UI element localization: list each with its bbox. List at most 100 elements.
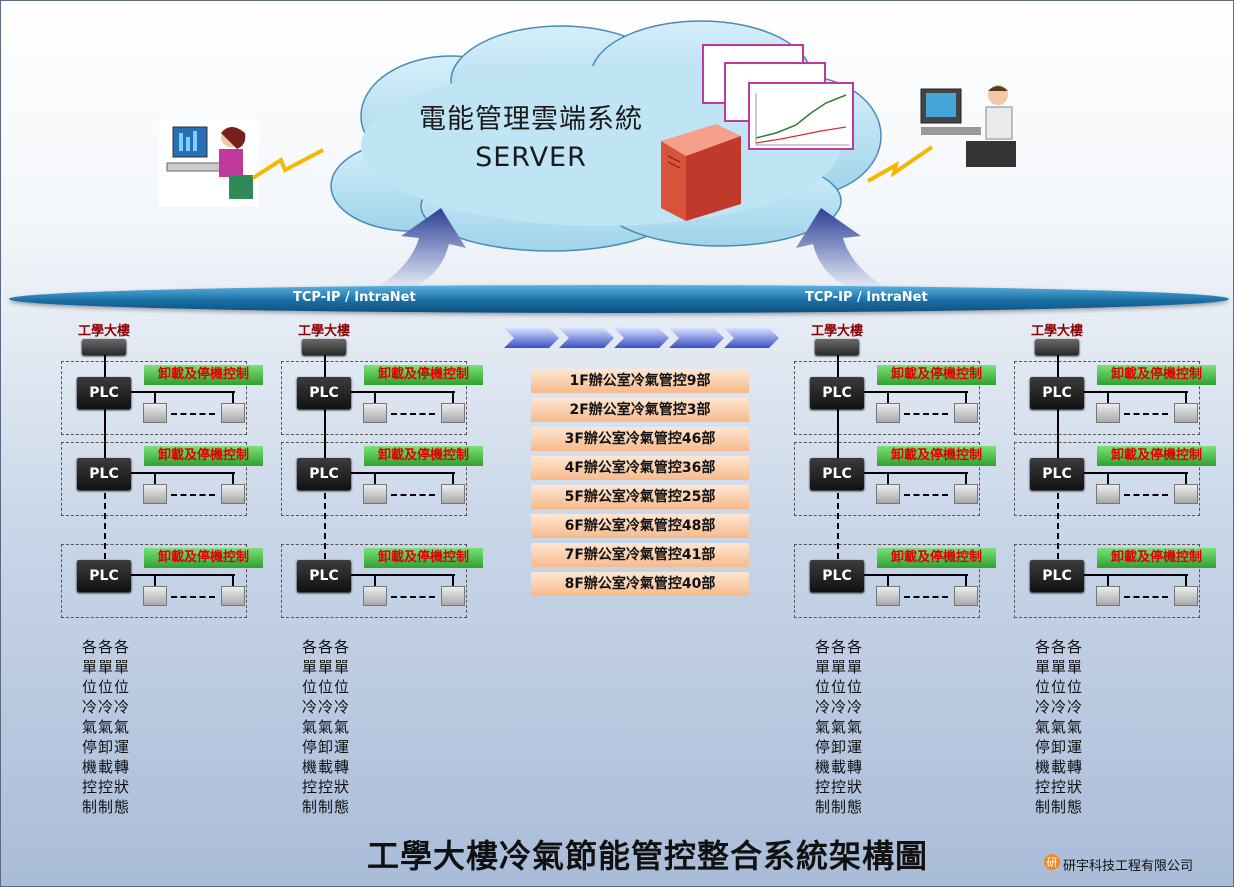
- wire-line: [965, 574, 967, 586]
- unit-caption-row: 控控狀: [302, 778, 351, 796]
- control-unit-box: [281, 442, 467, 516]
- unit-caption-row: 冷冷冷: [302, 698, 351, 716]
- unit-caption-row: 停卸運: [1035, 738, 1084, 756]
- air-conditioner-icon: [1096, 403, 1120, 423]
- right-upload-arrow: [796, 208, 886, 288]
- link-line: [324, 409, 326, 458]
- plc-controller: PLC: [1030, 458, 1084, 490]
- control-tag: 卸載及停機控制: [1097, 365, 1216, 385]
- control-tag: 卸載及停機控制: [364, 548, 483, 568]
- wire-line: [154, 472, 156, 484]
- ac-link-dashed-line: [391, 494, 435, 496]
- control-tag: 卸載及停機控制: [144, 548, 263, 568]
- control-tag: 卸載及停機控制: [877, 446, 996, 466]
- unit-caption-row: 控控狀: [1035, 778, 1084, 796]
- wire-line: [131, 574, 235, 576]
- control-unit-box: [794, 544, 980, 618]
- unit-caption-row: 位位位: [82, 678, 131, 696]
- bus-label-right: TCP-IP / IntraNet: [805, 290, 928, 305]
- cloud-title: 電能管理雲端系統 SERVER: [396, 101, 666, 177]
- unit-caption: 各各各單單單位位位冷冷冷氣氣氣停卸運機載轉控控狀制制態: [1035, 637, 1083, 817]
- unit-caption-row: 氣氣氣: [302, 718, 351, 736]
- plc-controller: PLC: [77, 458, 131, 490]
- wire-line: [887, 391, 889, 403]
- wire-line: [374, 391, 376, 403]
- wire-line: [232, 391, 234, 403]
- unit-caption-row: 單單單: [82, 658, 131, 676]
- wire-line: [131, 391, 235, 393]
- control-unit-box: [281, 544, 467, 618]
- wire-line: [887, 574, 889, 586]
- left-upload-arrow: [376, 208, 466, 288]
- left-wireless-bolt-icon: [251, 148, 324, 180]
- cloud-title-main: 電能管理雲端系統: [419, 104, 643, 135]
- unit-caption: 各各各單單單位位位冷冷冷氣氣氣停卸運機載轉控控狀制制態: [82, 637, 130, 817]
- wire-line: [1107, 391, 1109, 403]
- unit-caption-row: 各各各: [82, 638, 131, 656]
- control-tag: 卸載及停機控制: [1097, 446, 1216, 466]
- unit-caption: 各各各單單單位位位冷冷冷氣氣氣停卸運機載轉控控狀制制態: [815, 637, 863, 817]
- wire-line: [1107, 574, 1109, 586]
- link-line: [1057, 355, 1059, 377]
- link-line: [104, 355, 106, 377]
- link-dashed-line: [1057, 493, 1059, 559]
- main-title: 工學大樓冷氣節能管控整合系統架構圖: [367, 837, 929, 875]
- control-unit-box: [794, 361, 980, 435]
- unit-caption-row: 機載轉: [302, 758, 351, 776]
- control-unit-box: [61, 442, 247, 516]
- unit-caption-row: 制制態: [815, 798, 864, 816]
- unit-caption-row: 單單單: [1035, 658, 1084, 676]
- tcp-ip-intranet-bus: [9, 285, 1229, 313]
- building-label: 工學大樓: [1031, 324, 1084, 339]
- user-man-at-computer-icon: [920, 85, 1016, 167]
- air-conditioner-icon: [954, 403, 978, 423]
- wire-line: [864, 391, 968, 393]
- air-conditioner-icon: [1174, 484, 1198, 504]
- ac-link-dashed-line: [1124, 494, 1168, 496]
- cloud-title-sub: SERVER: [475, 142, 587, 173]
- control-tag: 卸載及停機控制: [877, 365, 996, 385]
- wire-line: [1084, 391, 1188, 393]
- network-switch-icon: [302, 339, 346, 355]
- plc-controller: PLC: [77, 560, 131, 592]
- ac-link-dashed-line: [1124, 596, 1168, 598]
- unit-caption-row: 冷冷冷: [815, 698, 864, 716]
- air-conditioner-icon: [143, 484, 167, 504]
- wire-line: [374, 472, 376, 484]
- floor-item-4f: 4F辦公室冷氣管控36部: [531, 456, 749, 480]
- air-conditioner-icon: [143, 403, 167, 423]
- air-conditioner-icon: [221, 403, 245, 423]
- unit-caption-row: 單單單: [815, 658, 864, 676]
- ac-link-dashed-line: [391, 413, 435, 415]
- control-unit-box: [1014, 544, 1200, 618]
- unit-caption-row: 停卸運: [815, 738, 864, 756]
- wire-line: [374, 574, 376, 586]
- wire-line: [232, 574, 234, 586]
- building-label: 工學大樓: [811, 324, 864, 339]
- wire-line: [1185, 472, 1187, 484]
- control-tag: 卸載及停機控制: [1097, 548, 1216, 568]
- ac-link-dashed-line: [171, 413, 215, 415]
- network-switch-icon: [815, 339, 859, 355]
- air-conditioner-icon: [221, 484, 245, 504]
- unit-caption-row: 制制態: [82, 798, 131, 816]
- plc-controller: PLC: [810, 458, 864, 490]
- unit-caption-row: 機載轉: [82, 758, 131, 776]
- unit-caption-row: 制制態: [302, 798, 351, 816]
- air-conditioner-icon: [143, 586, 167, 606]
- air-conditioner-icon: [363, 586, 387, 606]
- unit-caption-row: 控控狀: [82, 778, 131, 796]
- unit-caption-row: 位位位: [302, 678, 351, 696]
- ac-link-dashed-line: [904, 494, 948, 496]
- wire-line: [965, 391, 967, 403]
- wire-line: [351, 391, 455, 393]
- air-conditioner-icon: [1096, 484, 1120, 504]
- ac-link-dashed-line: [391, 596, 435, 598]
- unit-caption-row: 氣氣氣: [815, 718, 864, 736]
- ac-link-dashed-line: [904, 413, 948, 415]
- server-icon: [661, 124, 741, 221]
- link-dashed-line: [837, 493, 839, 559]
- air-conditioner-icon: [1096, 586, 1120, 606]
- wire-line: [452, 472, 454, 484]
- ac-link-dashed-line: [171, 596, 215, 598]
